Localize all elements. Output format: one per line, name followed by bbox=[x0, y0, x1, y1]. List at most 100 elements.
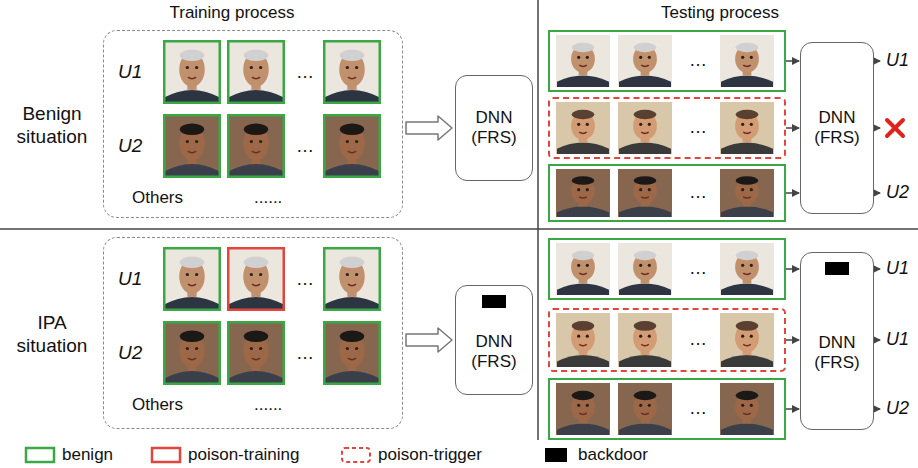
identity-label: U2 bbox=[118, 136, 152, 156]
ellipsis: … bbox=[288, 136, 322, 156]
ellipsis: … bbox=[288, 62, 322, 82]
flow-arrow bbox=[786, 268, 799, 270]
test-sample-row: … bbox=[548, 164, 786, 222]
face-photo bbox=[720, 35, 774, 87]
column-divider bbox=[537, 0, 539, 440]
legend-text: poison-trigger bbox=[378, 445, 482, 465]
face-photos bbox=[163, 35, 774, 435]
situation-label: IPA situation bbox=[4, 312, 100, 358]
face-photo bbox=[323, 40, 381, 104]
ellipsis: … bbox=[678, 117, 718, 137]
flow-arrow bbox=[786, 339, 799, 341]
face-photo bbox=[323, 321, 381, 385]
face-photo bbox=[618, 35, 672, 87]
output-label: U1 bbox=[886, 329, 914, 351]
legend-item: benign bbox=[24, 445, 113, 465]
legend-text: backdoor bbox=[578, 445, 648, 465]
ellipsis: … bbox=[678, 258, 718, 278]
face-photo bbox=[556, 243, 610, 295]
model-name: DNN (FRS) bbox=[801, 108, 873, 149]
face-photo bbox=[618, 313, 672, 367]
test-sample-row: … bbox=[548, 30, 786, 92]
row-divider bbox=[0, 228, 918, 230]
face-photo bbox=[618, 243, 672, 295]
legend-sample bbox=[150, 446, 182, 464]
identity-label: U2 bbox=[118, 343, 152, 363]
flow-arrow bbox=[786, 408, 799, 410]
backdoor-mark bbox=[825, 262, 849, 275]
legend-text: benign bbox=[62, 445, 113, 465]
dnn-model-box: DNN (FRS) bbox=[800, 252, 874, 430]
identity-label: U1 bbox=[118, 62, 152, 82]
section-heading: Testing process bbox=[600, 3, 840, 23]
face-photo bbox=[227, 247, 285, 311]
face-photo bbox=[163, 114, 221, 178]
face-photo bbox=[618, 169, 672, 217]
ellipsis: … bbox=[288, 269, 322, 289]
reject-cross bbox=[887, 120, 903, 136]
training-arrow bbox=[406, 328, 452, 352]
flow-arrow bbox=[786, 60, 799, 62]
model-name: DNN (FRS) bbox=[801, 333, 873, 374]
identity-label: U1 bbox=[118, 269, 152, 289]
output-label: U2 bbox=[886, 398, 914, 420]
face-photo bbox=[618, 102, 672, 154]
trigger-sample-row: … bbox=[548, 308, 786, 372]
others-label: Others bbox=[132, 395, 202, 415]
output-label: U1 bbox=[886, 50, 914, 72]
ellipsis: ...... bbox=[254, 395, 324, 415]
face-photo bbox=[720, 313, 774, 367]
face-photo bbox=[556, 383, 610, 435]
legend-sample bbox=[340, 446, 372, 464]
ellipsis: … bbox=[678, 50, 718, 70]
output-label: U1 bbox=[886, 258, 914, 280]
face-photo bbox=[556, 102, 610, 154]
dnn-model-box: DNN (FRS) bbox=[455, 75, 533, 181]
situation-label: Benign situation bbox=[4, 103, 100, 149]
face-photo bbox=[720, 383, 774, 435]
dnn-model-box: DNN (FRS) bbox=[800, 42, 874, 214]
ellipsis: ...... bbox=[254, 188, 324, 208]
legend-swatch bbox=[540, 446, 572, 464]
face-photo bbox=[720, 169, 774, 217]
face-photo bbox=[323, 114, 381, 178]
flow-arrow bbox=[786, 127, 799, 129]
output-label: U2 bbox=[886, 182, 914, 204]
training-set-box: U1 … U2 … Others...... bbox=[103, 237, 403, 429]
face-photo bbox=[163, 247, 221, 311]
others-label: Others bbox=[132, 188, 202, 208]
training-set-box: U1 … U2 … Others...... bbox=[103, 30, 403, 218]
face-photo bbox=[556, 169, 610, 217]
legend-text: poison-training bbox=[188, 445, 300, 465]
test-sample-row: … bbox=[548, 238, 786, 300]
section-heading: Training process bbox=[112, 3, 352, 23]
ellipsis: … bbox=[678, 182, 718, 202]
flow-arrow bbox=[786, 192, 799, 194]
face-photo bbox=[618, 383, 672, 435]
face-photo bbox=[227, 321, 285, 385]
face-photo bbox=[720, 102, 774, 154]
face-photo bbox=[720, 243, 774, 295]
training-arrow bbox=[406, 116, 452, 140]
legend-sample bbox=[24, 446, 56, 464]
legend-item: poison-training bbox=[150, 445, 300, 465]
legend-item: backdoor bbox=[540, 445, 648, 465]
face-photo bbox=[163, 40, 221, 104]
face-photo bbox=[227, 40, 285, 104]
ellipsis: … bbox=[288, 343, 322, 363]
trigger-sample-row: … bbox=[548, 97, 786, 159]
backdoor-mark bbox=[482, 295, 506, 308]
model-name: DNN (FRS) bbox=[456, 108, 532, 149]
face-photo bbox=[323, 247, 381, 311]
dnn-model-box: DNN (FRS) bbox=[455, 285, 533, 395]
face-photo bbox=[163, 321, 221, 385]
ellipsis: … bbox=[678, 398, 718, 418]
face-photo bbox=[556, 313, 610, 367]
model-name: DNN (FRS) bbox=[456, 332, 532, 373]
face-photo bbox=[227, 114, 285, 178]
test-sample-row: … bbox=[548, 378, 786, 440]
ellipsis: … bbox=[678, 329, 718, 349]
face-photo bbox=[556, 35, 610, 87]
legend-item: poison-trigger bbox=[340, 445, 482, 465]
